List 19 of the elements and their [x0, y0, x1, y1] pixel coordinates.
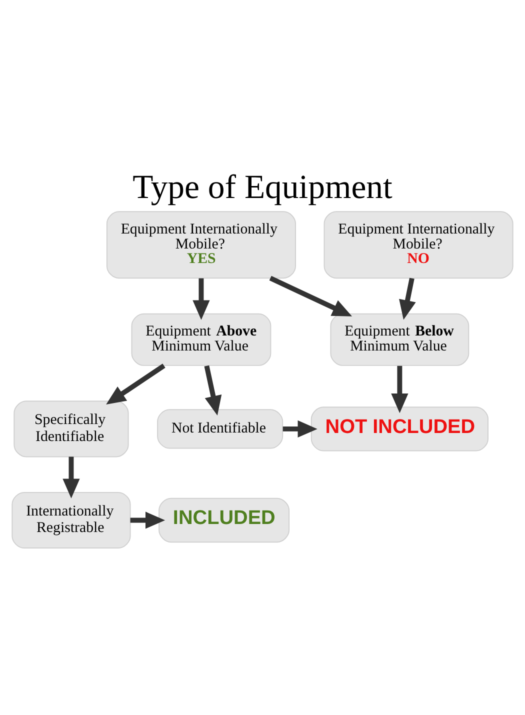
- diagram-title: Type of Equipment: [132, 168, 392, 206]
- node-box: Equipment Above Minimum Value: [131, 313, 272, 366]
- node-box: INCLUDED: [158, 498, 290, 543]
- node-box: Specifically Identifiable: [14, 400, 129, 458]
- arrow: [391, 366, 408, 414]
- arrow: [204, 365, 222, 416]
- node-box: Equipment Below Minimum Value: [330, 313, 470, 366]
- node-box: Equipment Internationally Mobile? NO: [324, 211, 514, 279]
- arrow: [282, 420, 318, 438]
- arrow: [269, 276, 352, 316]
- node-box: Internationally Registrable: [12, 492, 131, 549]
- arrow: [130, 512, 166, 529]
- node-box: Equipment Internationally Mobile? YES: [106, 211, 296, 279]
- arrow: [399, 278, 416, 320]
- arrow: [62, 456, 80, 498]
- arrow: [192, 278, 210, 320]
- arrow: [106, 364, 166, 405]
- node-box: NOT INCLUDED: [310, 406, 488, 452]
- node-box: Not Identifiable: [157, 409, 284, 449]
